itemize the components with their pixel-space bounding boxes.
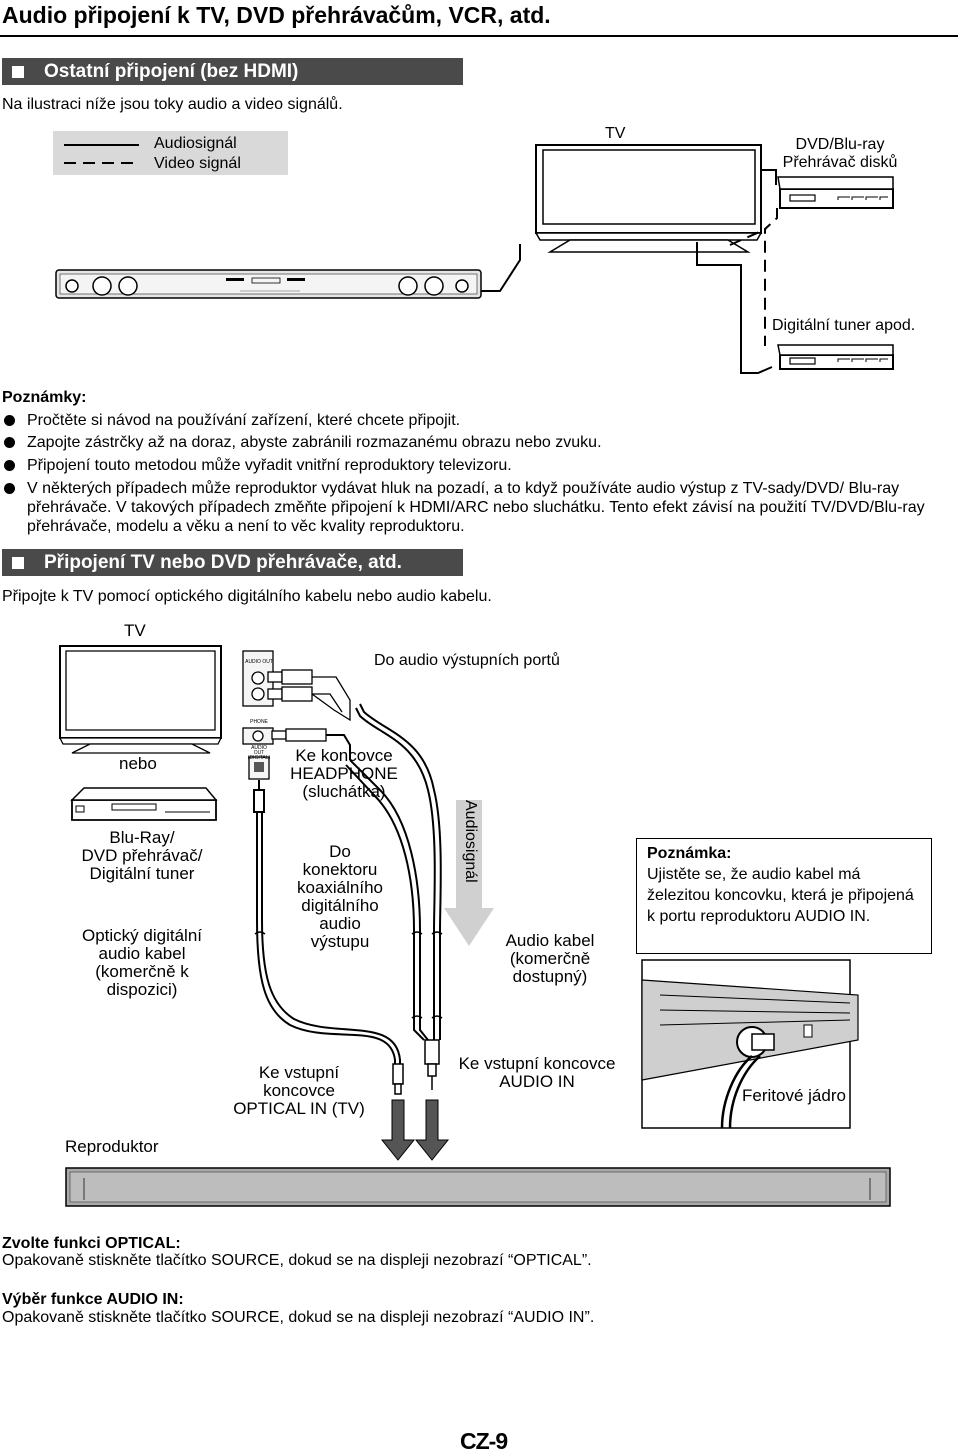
audio-cable-label-1: Audio kabel <box>505 931 595 950</box>
headphone-label-1: Ke koncovce <box>295 746 393 765</box>
audio-signal-text: Audiosignál <box>462 800 479 883</box>
bottom-plugs <box>392 1039 440 1095</box>
optical-instruction-text: Opakovaně stiskněte tlačítko SOURCE, dok… <box>2 1252 592 1269</box>
dvd-label-line1: DVD/Blu-ray <box>795 136 885 153</box>
optical-cable-label-4: dispozici) <box>106 980 178 999</box>
optical-cable-label-1: Optický digitální <box>82 926 202 945</box>
audio-in-label-2: AUDIO IN <box>499 1072 575 1091</box>
note-item: V některých případech může reproduktor v… <box>2 479 957 536</box>
note-box-heading: Poznámka: <box>647 845 732 862</box>
audio-cable-label-3: dostupný) <box>512 967 588 986</box>
bluray-label-1: Blu-Ray/ <box>109 828 175 847</box>
port-optical-label: AUDIO OUT (DIGITAL) <box>247 745 271 761</box>
dvd-label-line2: Přehrávač disků <box>782 154 898 171</box>
tuner-illustration <box>777 344 894 370</box>
headphone-label-2: HEADPHONE <box>290 764 398 783</box>
title-rule <box>0 35 958 37</box>
ferrite-inset <box>641 959 859 1129</box>
audio-signal-vertical-label: Audiosignál <box>455 800 483 905</box>
bullet-icon <box>4 483 15 494</box>
tv-label-top: TV <box>605 125 626 142</box>
soundbar-illustration-top <box>55 269 482 299</box>
audio-out-ports-label: Do audio výstupních portů <box>374 652 560 669</box>
coax-label-2: konektoru <box>302 860 378 879</box>
bullet-icon <box>4 415 15 426</box>
bluray-label-3: Digitální tuner <box>89 864 195 883</box>
note-text: Zapojte zástrčky až na doraz, abyste zab… <box>27 434 602 451</box>
audio-in-instruction-heading: Výběr funkce AUDIO IN: <box>2 1291 184 1308</box>
audio-in-instruction-text: Opakovaně stiskněte tlačítko SOURCE, dok… <box>2 1309 595 1326</box>
audio-in-label-1: Ke vstupní koncovce <box>458 1054 616 1073</box>
note-item: Zapojte zástrčky až na doraz, abyste zab… <box>2 433 957 452</box>
section-square-icon <box>12 66 24 78</box>
or-label: nebo <box>119 754 157 773</box>
dvd-player-illustration <box>777 176 894 209</box>
cables <box>253 703 443 1064</box>
note-text: V některých případech může reproduktor v… <box>27 480 925 535</box>
bullet-icon <box>4 437 15 448</box>
legend-video-label: Video signál <box>154 155 241 172</box>
audio-signal-arrow <box>444 800 494 946</box>
coax-label-3: koaxiálního <box>296 878 383 897</box>
signal-lines-top <box>481 169 778 374</box>
headphone-plug <box>271 728 351 760</box>
bluray-label-2: DVD přehrávač/ <box>81 846 203 865</box>
legend-box <box>53 131 288 175</box>
note-item: Pročtěte si návod na používání zařízení,… <box>2 411 957 430</box>
note-box-text: Ujistěte se, že audio kabel má železitou… <box>647 866 914 925</box>
notes-heading: Poznámky: <box>2 389 87 406</box>
section-heading-other: Ostatní připojení (bez HDMI) <box>2 58 463 85</box>
rca-plugs <box>267 669 351 722</box>
port-audio-out-label: AUDIO OUT <box>245 659 273 665</box>
section-heading-text: Připojení TV nebo DVD přehrávače, atd. <box>44 552 402 573</box>
input-arrows <box>380 1099 450 1161</box>
page-number: CZ-9 <box>460 1428 508 1454</box>
section-intro: Na ilustraci níže jsou toky audio a vide… <box>2 96 343 113</box>
tv-illustration <box>534 144 763 253</box>
note-text: Pročtěte si návod na používání zařízení,… <box>27 412 461 429</box>
optical-instruction-heading: Zvolte funkci OPTICAL: <box>2 1235 181 1252</box>
bluray-player-illustration <box>70 787 218 821</box>
section-heading-text: Ostatní připojení (bez HDMI) <box>44 61 299 82</box>
tuner-label: Digitální tuner apod. <box>772 317 916 334</box>
coax-label-6: výstupu <box>310 932 370 951</box>
tv-illustration-2 <box>58 645 223 754</box>
tv-label-2: TV <box>124 621 146 640</box>
speaker-illustration-bottom <box>65 1167 891 1207</box>
speaker-label: Reproduktor <box>65 1137 159 1156</box>
coax-label-5: audio <box>319 914 361 933</box>
note-text: Připojení touto metodou může vyřadit vni… <box>27 457 512 474</box>
coax-label-4: digitálního <box>301 896 379 915</box>
note-box: Poznámka: Ujistěte se, že audio kabel má… <box>636 838 932 954</box>
coax-label-1: Do <box>329 842 351 861</box>
bullet-icon <box>4 460 15 471</box>
section-square-icon <box>12 557 24 569</box>
ferrite-label: Feritové jádro <box>742 1086 846 1105</box>
notes-list: Pročtěte si návod na používání zařízení,… <box>2 411 957 540</box>
headphone-label-3: (sluchátka) <box>302 782 386 801</box>
section2-intro: Připojte k TV pomocí optického digitální… <box>2 588 492 605</box>
optical-cable-label-2: audio kabel <box>98 944 186 963</box>
legend-audio-label: Audiosignál <box>154 135 237 152</box>
optical-in-label-1: Ke vstupní <box>258 1063 340 1082</box>
optical-in-label-3: OPTICAL IN (TV) <box>233 1099 365 1118</box>
optical-cable-label-3: (komerčně k <box>95 962 189 981</box>
port-phone-label: PHONE <box>250 719 268 725</box>
page-title: Audio připojení k TV, DVD přehrávačům, V… <box>2 2 551 28</box>
audio-cable-label-2: (komerčně <box>509 949 591 968</box>
note-item: Připojení touto metodou může vyřadit vni… <box>2 456 957 475</box>
optical-in-label-2: koncovce <box>263 1081 335 1100</box>
section-heading-tv-dvd: Připojení TV nebo DVD přehrávače, atd. <box>2 549 463 576</box>
